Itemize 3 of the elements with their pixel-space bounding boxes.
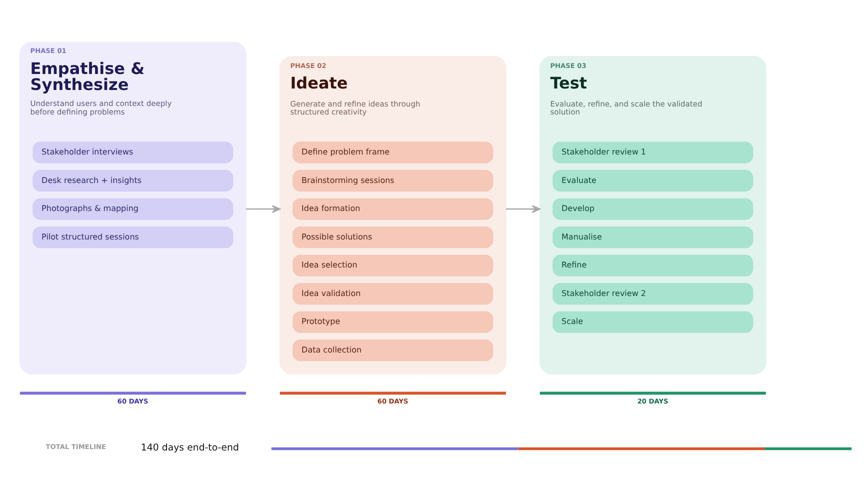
arrow: [506, 204, 540, 213]
arrow: [246, 204, 280, 213]
label: 140 days end-to-end: [140, 442, 239, 454]
